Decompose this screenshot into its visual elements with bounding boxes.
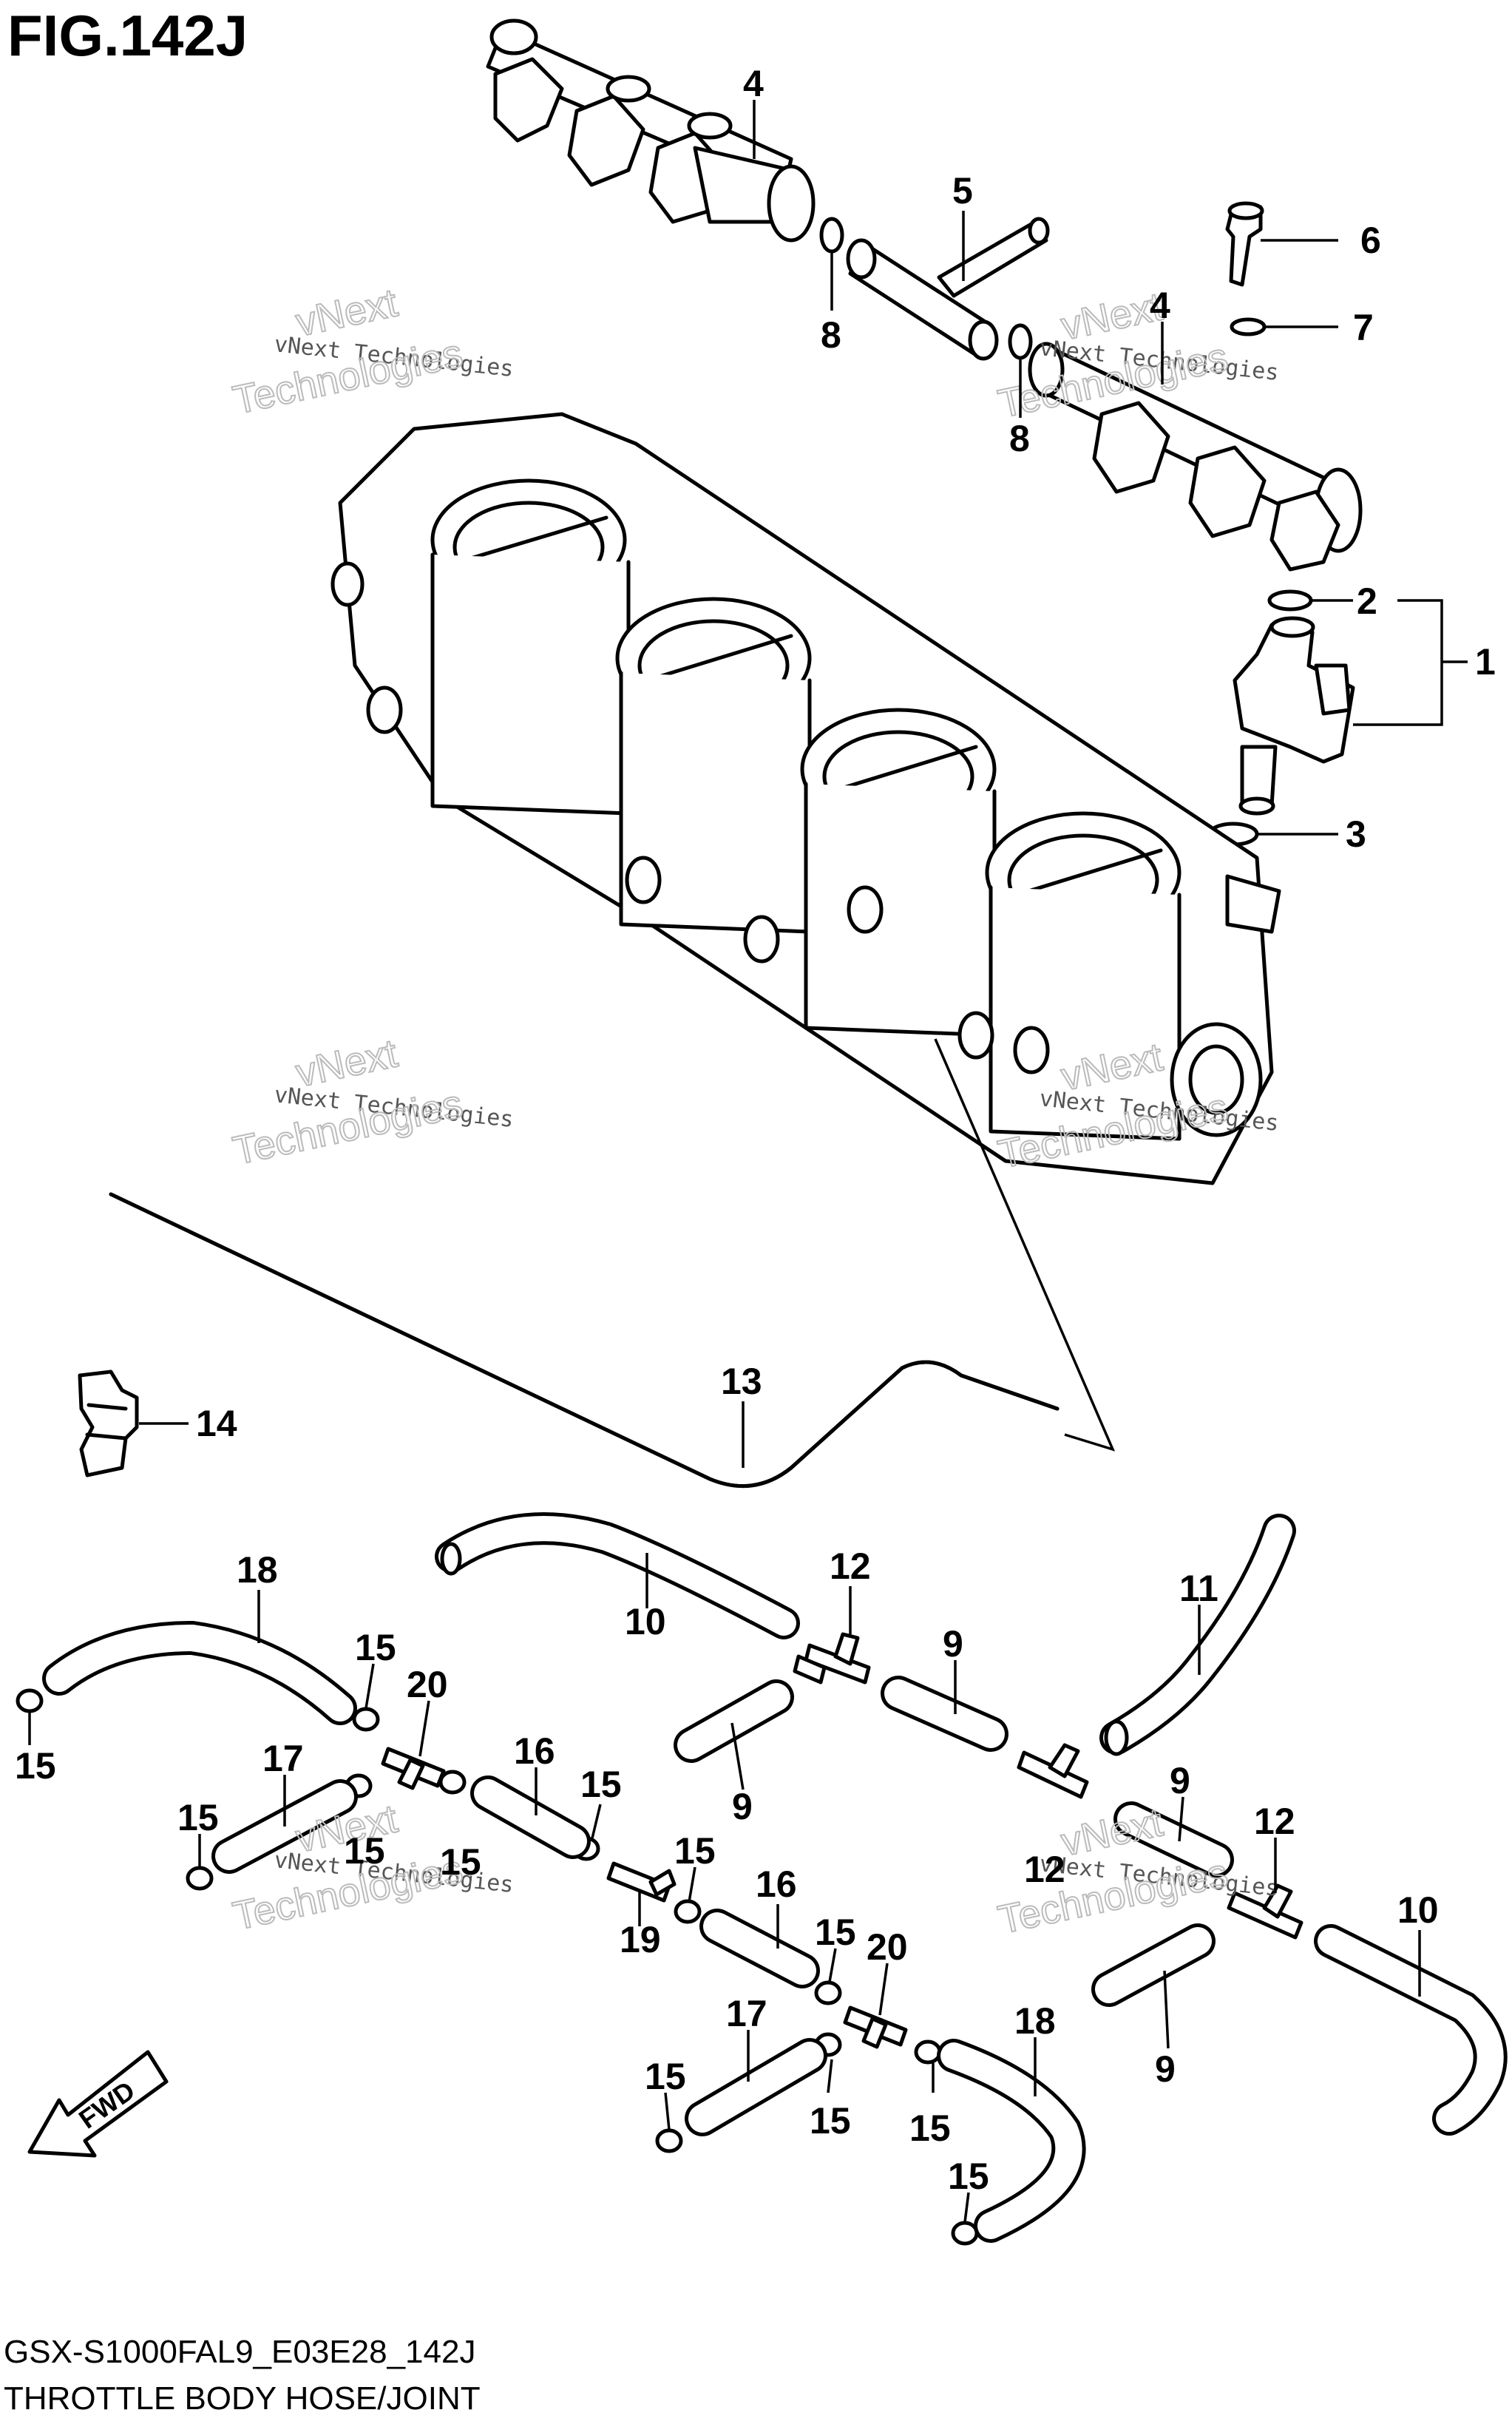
watermark-text-line2: vNext bbox=[1057, 1800, 1167, 1864]
callout-numbers: 4 5 6 7 8 8 4 2 1 3 13 14 18 10 12 9 11 … bbox=[15, 63, 1496, 2197]
callout-13: 13 bbox=[721, 1361, 762, 1402]
hose-9-a bbox=[881, 1676, 1008, 1752]
callout-20-lower: 20 bbox=[867, 1926, 908, 1968]
callout-18-lower: 18 bbox=[1014, 2000, 1056, 2042]
callout-15-k: 15 bbox=[909, 2108, 951, 2149]
hose-17-lower bbox=[685, 2038, 827, 2136]
hose-10-lower bbox=[1314, 1924, 1508, 2136]
clip-14 bbox=[78, 1370, 139, 1477]
callout-4-upper: 4 bbox=[743, 63, 764, 104]
callout-20-upper: 20 bbox=[407, 1664, 448, 1705]
figure-title: FIG.142J bbox=[7, 3, 248, 68]
bolt-6 bbox=[1225, 201, 1264, 287]
callout-15-b: 15 bbox=[355, 1627, 396, 1668]
callout-12-upper: 12 bbox=[830, 1546, 871, 1587]
callout-15-j: 15 bbox=[810, 2100, 851, 2142]
fuel-injector-1 bbox=[1233, 616, 1355, 816]
leader-lines bbox=[28, 100, 1468, 2223]
joint-20-lower bbox=[843, 2005, 908, 2049]
callout-15-a: 15 bbox=[15, 1745, 56, 1787]
callout-15-f: 15 bbox=[580, 1764, 622, 1805]
callout-10-lower: 10 bbox=[1397, 1889, 1439, 1931]
hose-18-lower bbox=[937, 2039, 1086, 2243]
washer-7 bbox=[1230, 317, 1267, 336]
callout-3: 3 bbox=[1346, 813, 1366, 855]
callout-5: 5 bbox=[952, 170, 973, 211]
callout-15-e: 15 bbox=[440, 1841, 481, 1883]
callout-10-upper: 10 bbox=[625, 1601, 666, 1642]
callout-4-lower: 4 bbox=[1150, 285, 1170, 326]
joint-20-upper bbox=[381, 1747, 446, 1790]
leader-to-hose-13 bbox=[934, 1038, 1116, 1452]
watermark-text-line2: vNext bbox=[292, 280, 401, 345]
joint-19 bbox=[606, 1861, 677, 1903]
hose-9-d bbox=[1091, 1923, 1216, 2007]
callout-15-h: 15 bbox=[815, 1912, 856, 1953]
hose-10-upper bbox=[435, 1512, 800, 1639]
figure-caption: THROTTLE BODY HOSE/JOINT bbox=[4, 2380, 481, 2417]
hose-9-c bbox=[1113, 1801, 1234, 1878]
hose-13 bbox=[109, 1192, 1060, 1489]
forward-direction-arrow: FWD bbox=[27, 2050, 169, 2158]
callout-14: 14 bbox=[196, 1403, 237, 1444]
watermark-middle-left: vNext Technologies vNext Technologies bbox=[228, 1030, 515, 1174]
throttle-body-assembly bbox=[330, 412, 1281, 1185]
t-joint-12-middle bbox=[1017, 1743, 1089, 1799]
callout-15-i: 15 bbox=[645, 2056, 686, 2097]
t-joint-12-lower bbox=[1227, 1883, 1303, 1940]
callout-8-right: 8 bbox=[1009, 418, 1030, 459]
callout-19: 19 bbox=[620, 1919, 661, 1960]
callout-15-l: 15 bbox=[948, 2156, 989, 2197]
callout-12-right: 12 bbox=[1254, 1801, 1295, 1842]
callout-18-upper: 18 bbox=[237, 1549, 278, 1591]
callout-15-d: 15 bbox=[344, 1830, 385, 1872]
callout-9-b: 9 bbox=[732, 1786, 753, 1827]
hose-16-lower bbox=[699, 1909, 820, 1988]
callout-16-upper: 16 bbox=[514, 1730, 555, 1772]
hose-16-upper bbox=[470, 1775, 591, 1859]
callout-7: 7 bbox=[1353, 307, 1374, 348]
callout-12-middle: 12 bbox=[1024, 1849, 1065, 1890]
o-ring-2 bbox=[1267, 589, 1313, 612]
callout-8-left: 8 bbox=[821, 314, 841, 356]
callout-9-a: 9 bbox=[943, 1623, 963, 1665]
callout-6: 6 bbox=[1360, 220, 1381, 261]
callout-16-lower: 16 bbox=[756, 1863, 797, 1905]
o-ring-8-right bbox=[1008, 323, 1033, 360]
model-code: GSX-S1000FAL9_E03E28_142J bbox=[4, 2334, 475, 2370]
callout-15-g: 15 bbox=[674, 1830, 716, 1872]
o-ring-8-left bbox=[819, 217, 844, 254]
t-joint-12-upper bbox=[793, 1632, 871, 1685]
watermark-text-line2: vNext bbox=[292, 1031, 401, 1095]
callout-9-d: 9 bbox=[1155, 2048, 1176, 2090]
callout-11: 11 bbox=[1179, 1568, 1218, 1609]
hose-11 bbox=[1099, 1514, 1296, 1756]
joint-pipe-5 bbox=[846, 217, 1050, 361]
fuel-rail-lower bbox=[1028, 342, 1363, 572]
watermark-top-left: vNext Technologies vNext Technologies bbox=[228, 280, 515, 423]
callout-2: 2 bbox=[1357, 580, 1377, 622]
fuel-rail-upper bbox=[486, 18, 816, 243]
callout-17-lower: 17 bbox=[726, 1993, 767, 2034]
hose-18-left bbox=[42, 1620, 357, 1725]
callout-9-c: 9 bbox=[1170, 1760, 1190, 1801]
hose-9-b bbox=[674, 1679, 794, 1763]
callout-15-c: 15 bbox=[177, 1797, 219, 1838]
callout-17-upper: 17 bbox=[262, 1738, 304, 1779]
callout-1: 1 bbox=[1475, 641, 1496, 683]
